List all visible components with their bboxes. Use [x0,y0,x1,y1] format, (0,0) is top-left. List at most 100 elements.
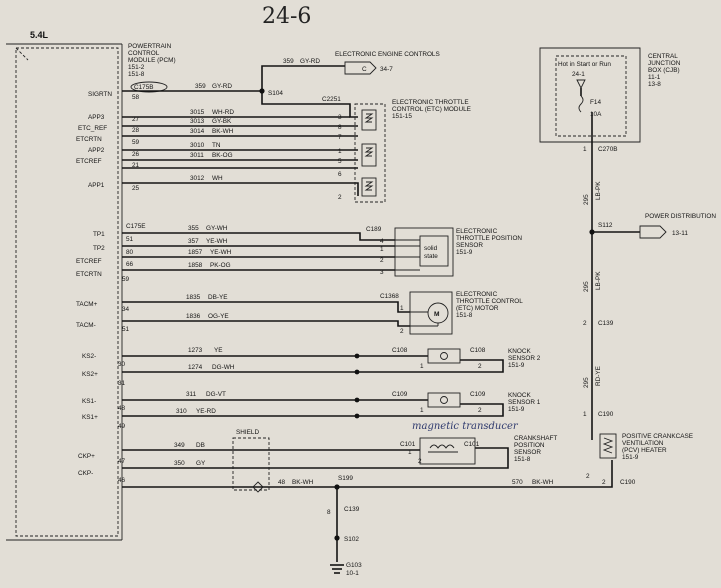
pin-num-34: 34 [122,306,130,313]
circuit-310-num: 310 [176,408,187,415]
ckp-pin-2: 2 [418,458,422,465]
etc-module-conn: C2251 [322,96,341,103]
etc-motor: 1835 DB-YE 1836 OG-YE C1368 1 2 M ELECTR… [122,291,523,335]
circuit-570-num: 570 [512,479,523,486]
etc-module-label-3: 151-15 [392,113,412,120]
pin-num-47: 47 [118,458,126,465]
ks1-label-1: KNOCK [508,392,531,399]
splice-s104-dot [259,88,265,94]
ks2-label-1: KNOCK [508,348,531,355]
etc-motor-label-1: ELECTRONIC [456,291,498,298]
pin-sig-app2: APP2 [88,147,105,154]
rc-pin-2: 2 [583,320,587,327]
ks2-conn-a: C108 [392,347,408,354]
pin-num-51a: 51 [126,236,134,243]
conn-c139-left: C139 [344,506,360,513]
ground-id: G103 [346,562,362,569]
etc-motor-pin-2: 2 [400,328,404,335]
motor-m-symbol: M [434,311,440,318]
pin-num-21: 21 [132,162,140,169]
circuit-570-color: BK-WH [532,479,554,486]
power-dist-ref: 13-11 [672,230,688,237]
circuit-355-color: GY-WH [206,225,228,232]
ks2-pin-1: 1 [420,363,424,370]
pin-sig-etcrtn-2: ETCRTN [76,271,102,278]
pin-num-30: 30 [118,361,126,368]
etc-pin-3: 3 [338,114,342,121]
pcm-label-4: 151-2 [128,64,145,71]
pin-num-59b: 59 [122,276,130,283]
pin-num-28: 28 [132,127,140,134]
conn-c139-right: C139 [598,320,614,327]
circuit-1836-num: 1836 [186,313,201,320]
tps-inner-1: solid [424,245,438,252]
w1-color: LB-PK [595,181,602,200]
ks1-pin-1: 1 [420,407,424,414]
crankshaft-position-sensor: SHIELD S199 349 DB 350 GY 48 BK-WH 570 B… [122,421,613,493]
conn-c175e: C175E [126,223,146,230]
pin-sig-ks1-plus: KS1+ [82,414,98,421]
cjb-label-4: 11-1 [648,74,661,81]
circuit-1857-color: YE-WH [210,249,232,256]
ckp-label-3: SENSOR [514,449,541,456]
shield-box [232,437,270,491]
pin-num-51b: 51 [122,326,130,333]
ks1-body [427,392,461,408]
circuit-350-num: 350 [174,460,185,467]
pin-num-26: 26 [132,151,140,158]
circuit-3010-num: 3010 [190,142,205,149]
etc-module-label-1: ELECTRONIC THROTTLE [392,99,469,106]
pin-sig-tp1: TP1 [93,231,105,238]
circuit-3014-color: BK-WH [212,128,234,135]
pcm-pins: SIGRTN 58 C175B APP3 27 ETC_REF 28 ETCRT… [76,81,168,484]
splice-s199: S199 [338,475,353,482]
fuse-amps: 10A [590,111,602,118]
etc-motor-label-3: (ETC) MOTOR [456,305,499,312]
etc-module: C2251 3 8 7 1 5 6 2 ELECTRONIC THROTTLE … [322,96,471,203]
knock-sensor-1: 311 DG-VT 310 YE-RD C109 C109 1 2 KNOCK … [122,391,541,419]
circuit-3014-num: 3014 [190,128,205,135]
tps-conn: C189 [366,226,382,233]
tps-pin-4: 4 [380,238,384,245]
rc-pin-4: 2 [586,473,590,480]
etc-pin-1: 1 [338,148,342,155]
ckp-conn-a: C101 [400,441,416,448]
pcv-heater-circuit: 1 C270B S112 295 LB-PK 295 LB-PK 2 C139 … [583,112,693,486]
pcm-label-3: MODULE (PCM) [128,57,176,64]
conn-c175b: C175B [134,84,154,91]
fuse-f14: F14 [590,99,601,106]
pin-sig-etcrtn: ETCRTN [76,136,102,143]
circuit-1858-color: PK-OG [210,262,231,269]
etc-motor-pin-1: 1 [400,305,404,312]
pin-num-59a: 59 [132,139,140,146]
ks2-label-2: SENSOR 2 [508,355,541,362]
circuit-3015-color: WH-RD [212,109,234,116]
circuit-1857-num: 1857 [188,249,203,256]
pin-sig-ks2-minus: KS2- [82,353,96,360]
rc-pin-5: 2 [602,479,606,486]
w1-num: 295 [583,194,590,205]
circuit-359-color-a: GY-RD [212,83,232,90]
pcv-label-4: 151-9 [622,454,639,461]
pin-num-58: 58 [132,94,140,101]
circuit-349-num: 349 [174,442,185,449]
engine-label: 5.4L [30,30,49,40]
ckp-coil [429,444,455,449]
circuit-355-num: 355 [188,225,199,232]
power-distribution: POWER DISTRIBUTION 13-11 [592,213,716,239]
tps-label-4: 151-9 [456,249,473,256]
ks1-conn-a: C109 [392,391,408,398]
etc-module-wires: 3015 WH-RD 3013 GY-BK 3014 BK-WH 3010 TN… [122,109,359,196]
etc-motor-label-2: THROTTLE CONTROL [456,298,523,305]
etc-pin-6: 6 [338,171,342,178]
splice-s102: S102 [344,536,359,543]
etc-motor-outline [409,291,453,335]
circuit-311-color: DG-VT [206,391,226,398]
ks2-pin-2: 2 [478,363,482,370]
w3-color: RD-YE [595,366,602,386]
circuit-1273-color: YE [214,347,223,354]
cjb-label-3: BOX (CJB) [648,67,680,74]
pin-sig-app3: APP3 [88,114,105,121]
